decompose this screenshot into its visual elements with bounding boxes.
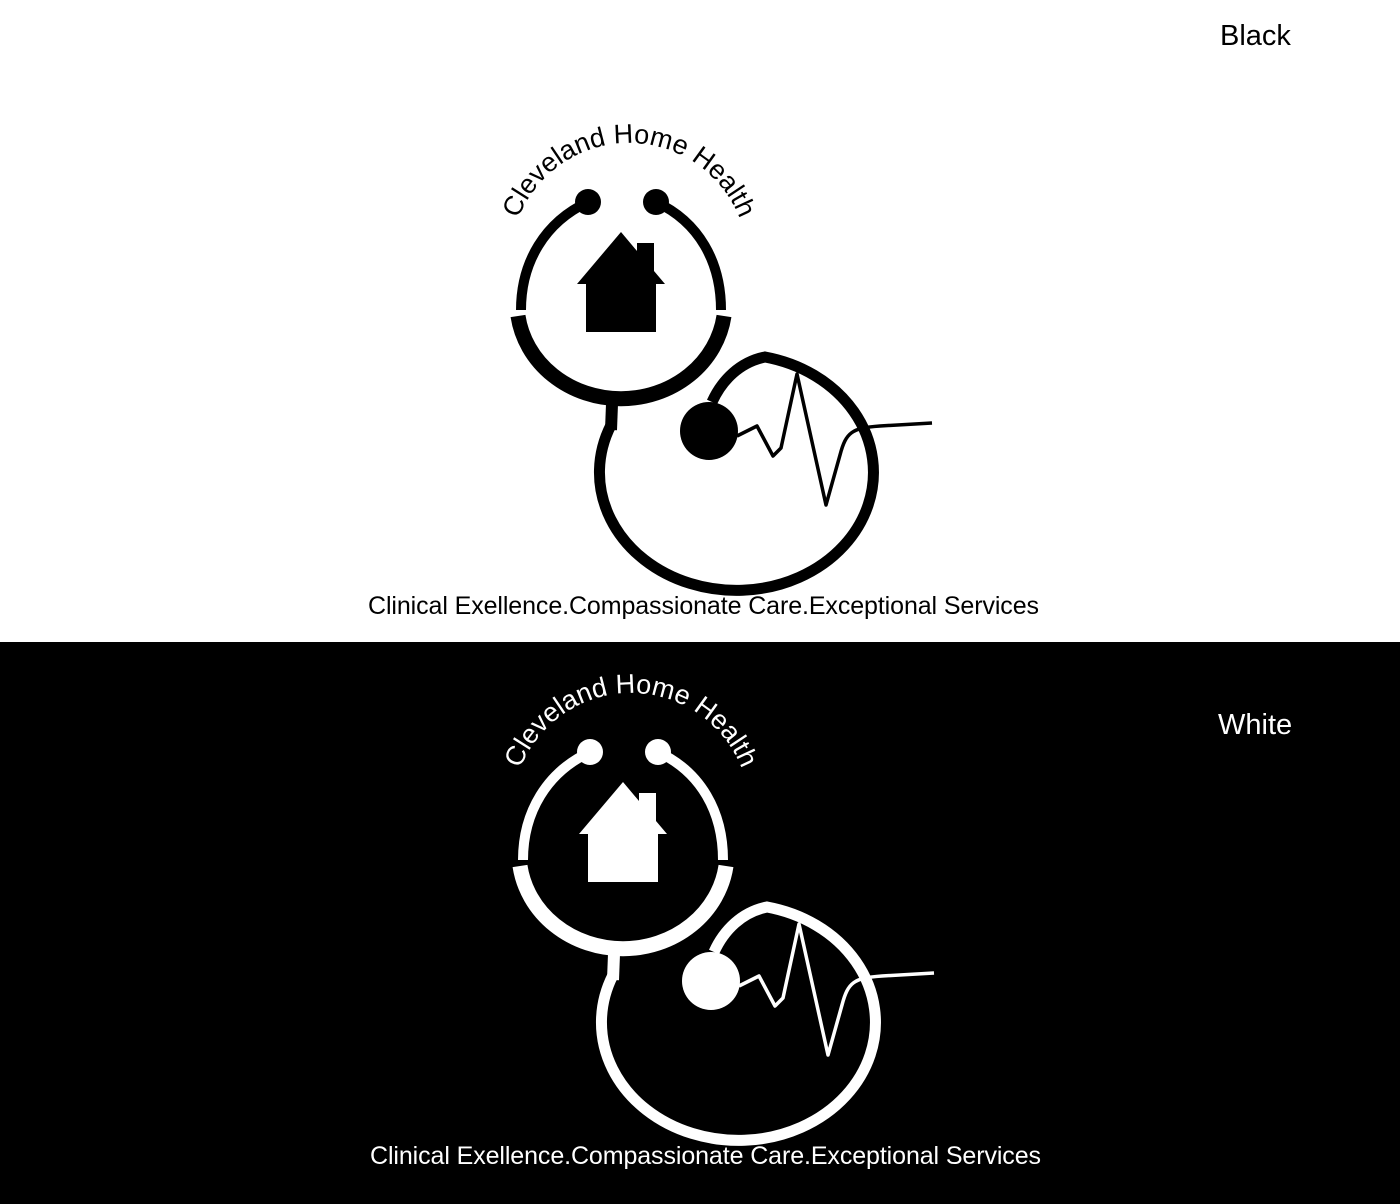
variant-label: White xyxy=(1218,709,1293,741)
variant-label: Black xyxy=(1220,20,1291,52)
stethoscope-logo-icon xyxy=(0,0,1400,642)
logo-variant-black-panel: Black Clinical Exellence.Compassionate C… xyxy=(0,0,1400,642)
stethoscope-logo-icon xyxy=(2,550,1400,1192)
logo-variant-white-panel: White Clinical Exellence.Compassionate C… xyxy=(0,642,1400,1204)
tagline: Clinical Exellence.Compassionate Care.Ex… xyxy=(370,1142,1041,1170)
tagline: Clinical Exellence.Compassionate Care.Ex… xyxy=(368,592,1039,620)
